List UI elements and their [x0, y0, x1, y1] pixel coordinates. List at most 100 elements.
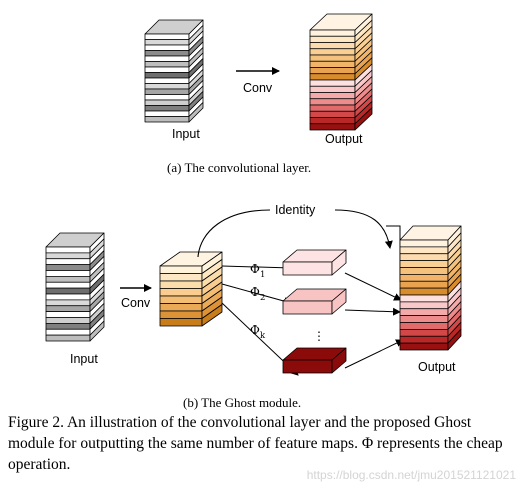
feature-layer: [309, 79, 356, 87]
feature-layer: [399, 287, 449, 296]
feature-layer: [399, 239, 449, 248]
feature-layer: [144, 50, 190, 57]
feature-layer-side: [354, 107, 373, 131]
feature-layer: [144, 110, 190, 117]
feature-layer-side: [188, 102, 204, 123]
feature-layer: [309, 104, 356, 112]
identity-curve-left: [197, 209, 271, 258]
feature-layer: [399, 294, 449, 303]
output-feature-map-stack: [399, 225, 462, 351]
feature-layer: [144, 88, 190, 95]
ghost-front-face: [282, 261, 333, 276]
feature-layer: [309, 117, 356, 125]
feature-layer: [144, 44, 190, 51]
feature-layer-side: [201, 304, 223, 327]
feature-layer: [399, 308, 449, 317]
input-label: Input: [70, 352, 98, 366]
feature-layer: [399, 260, 449, 268]
feature-layer: [45, 328, 91, 336]
ghost-feature-map-2: [282, 288, 347, 315]
feature-layer: [159, 288, 203, 297]
input-label: Input: [172, 127, 200, 141]
feature-layer: [45, 275, 91, 283]
feature-layer: [144, 72, 190, 79]
input-feature-map-stack: [144, 19, 204, 123]
feature-layer: [144, 105, 190, 112]
feature-layer: [45, 334, 91, 342]
panel-b-caption: (b) The Ghost module.: [183, 395, 301, 410]
feature-layer: [309, 35, 356, 43]
feature-layer: [45, 317, 91, 324]
feature-layer: [309, 85, 356, 93]
feature-layer: [144, 61, 190, 68]
feature-layer: [144, 77, 190, 84]
cheap-op-arrow-2: [221, 283, 292, 305]
feature-layer: [309, 48, 356, 56]
feature-layer: [309, 123, 356, 131]
feature-layer: [45, 264, 91, 271]
feature-layer: [399, 342, 449, 351]
svg-text:k: k: [260, 331, 266, 341]
feature-layer: [45, 281, 91, 289]
feature-layer: [159, 303, 203, 312]
feature-layer: [159, 265, 203, 274]
input-feature-map-stack: [45, 232, 105, 342]
identity-bracket: [386, 225, 401, 282]
to-output-arrow-2: [344, 307, 401, 316]
feature-layer: [399, 253, 449, 262]
feature-layer: [159, 295, 203, 304]
output-label: Output: [325, 132, 363, 146]
identity-label: Identity: [275, 203, 316, 217]
conv-label: Conv: [243, 81, 273, 95]
svg-text:Φ: Φ: [250, 262, 260, 276]
feature-layer: [45, 299, 91, 307]
feature-layer: [399, 280, 449, 289]
feature-layer: [45, 293, 91, 301]
ghost-front-face: [282, 300, 333, 315]
svg-text:2: 2: [260, 293, 265, 303]
panel-b: Input Conv Identity Φ 1 Φ 2 Φ k ⋮: [45, 203, 462, 410]
panel-a: Input Conv Output (a) The convolutional …: [144, 13, 373, 175]
ghost-side-face: [331, 347, 347, 374]
svg-text:Φ: Φ: [250, 323, 260, 337]
feature-layer: [309, 92, 356, 100]
panel-a-caption: (a) The convolutional layer.: [167, 160, 311, 175]
conv-label: Conv: [121, 296, 151, 310]
feature-layer: [399, 335, 449, 344]
ghost-side-face: [331, 288, 347, 315]
feature-layer-side: [447, 328, 462, 351]
feature-layer: [159, 273, 203, 282]
output-label: Output: [418, 360, 456, 374]
to-output-arrow-1: [344, 272, 402, 301]
figure-caption: Figure 2. An illustration of the convolu…: [8, 414, 503, 473]
feature-layer: [45, 246, 91, 254]
feature-layer: [309, 73, 356, 81]
identity-curve-right: [334, 209, 393, 249]
ghost-feature-map-1: [282, 249, 347, 276]
cheap-op-arrow-1: [221, 263, 293, 272]
feature-layer: [144, 55, 190, 62]
phi-1-label: Φ 1: [250, 262, 265, 280]
feature-layer: [399, 328, 449, 337]
ghost-ellipsis: ⋮: [313, 329, 325, 343]
svg-text:1: 1: [260, 270, 265, 280]
feature-layer: [45, 258, 91, 266]
feature-layer: [309, 29, 356, 37]
feature-layer: [144, 94, 190, 101]
feature-layer: [309, 110, 356, 118]
feature-layer: [45, 270, 91, 277]
feature-layer: [159, 280, 203, 289]
feature-layer: [144, 116, 190, 123]
feature-layer: [309, 67, 356, 75]
feature-layer: [144, 66, 190, 73]
feature-layer: [399, 301, 449, 310]
feature-layer: [309, 42, 356, 50]
feature-layer: [399, 246, 449, 255]
feature-layer: [399, 315, 449, 323]
feature-layer: [309, 60, 356, 68]
ghost-front-face: [282, 359, 333, 374]
feature-layer: [45, 311, 91, 318]
feature-layer: [144, 99, 190, 106]
to-output-arrow-k: [344, 339, 404, 369]
